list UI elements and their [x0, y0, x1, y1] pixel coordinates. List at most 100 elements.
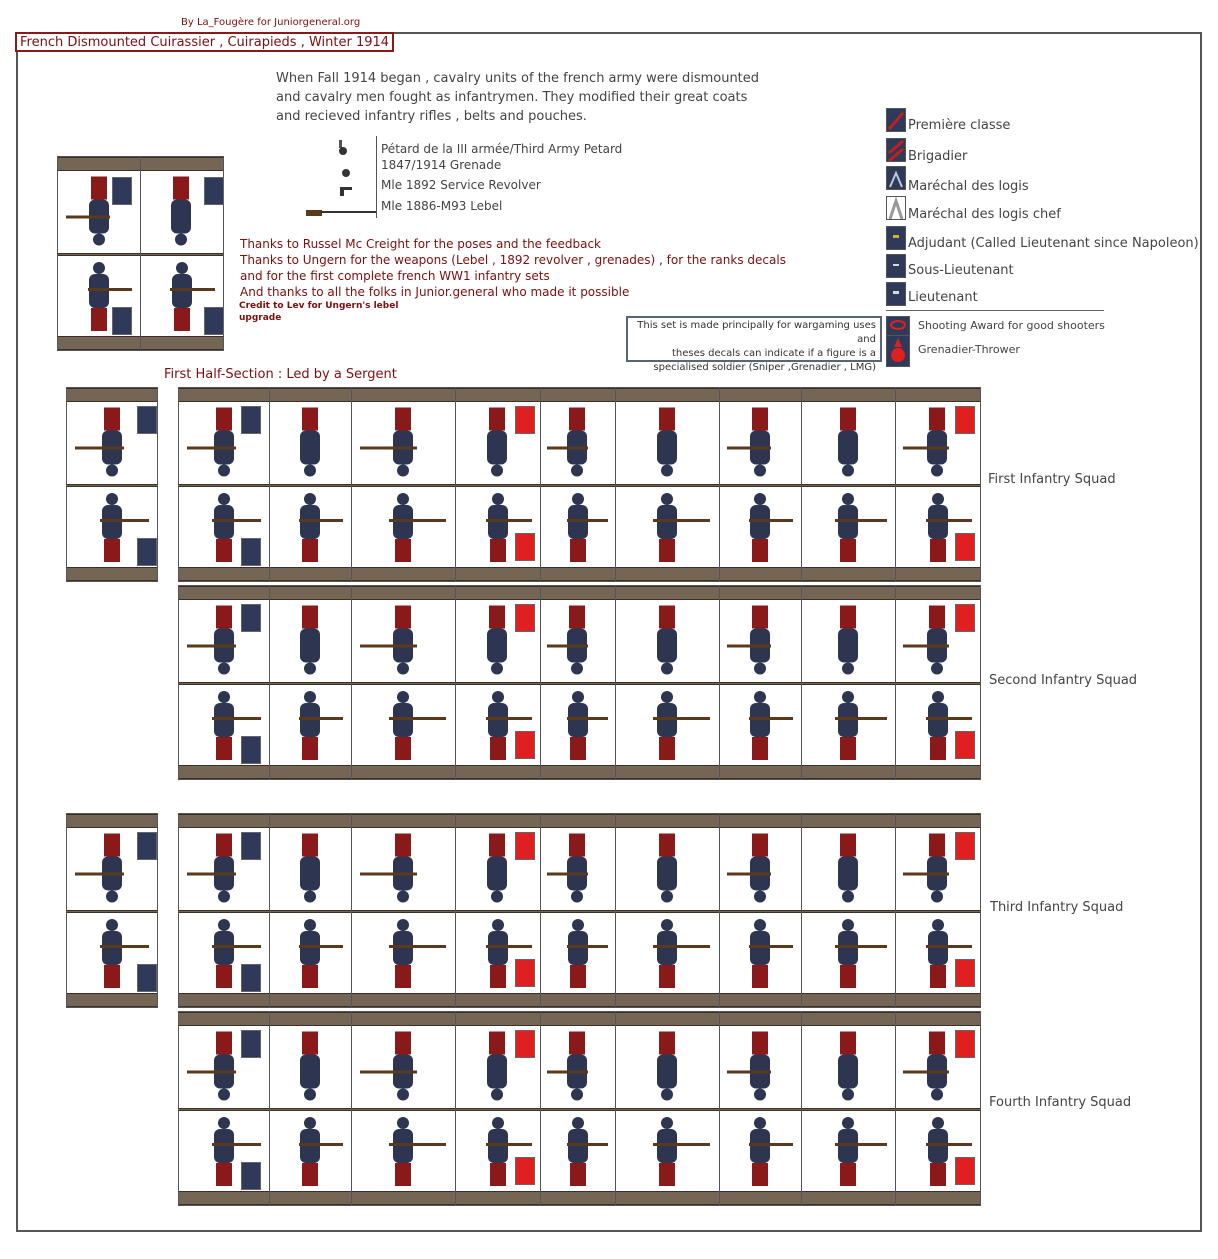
soldier-trousers: [840, 605, 856, 629]
squad-sheet: [178, 585, 981, 780]
soldier-figure: [544, 602, 611, 679]
cell-divider: [540, 814, 541, 1007]
wargaming-note: This set is made principally for wargami…: [626, 316, 882, 373]
soldier-trousers: [104, 407, 120, 431]
rifle: [87, 288, 133, 292]
cell-divider: [895, 388, 896, 581]
soldier-figure: [805, 1028, 891, 1105]
rifle: [726, 872, 772, 876]
soldier-head: [397, 492, 409, 505]
rifle: [211, 945, 261, 949]
grenadier-decal-icon: [515, 533, 535, 561]
soldier-figure: [619, 1028, 715, 1105]
soldier-head: [754, 918, 766, 931]
soldier-figure: [544, 404, 611, 481]
figure-base-bar: [179, 909, 980, 913]
soldier-head: [754, 662, 766, 675]
soldier-coat: [300, 628, 320, 663]
soldier-head: [106, 918, 118, 931]
cell-divider: [615, 814, 616, 1007]
rifle: [211, 717, 261, 721]
soldier-trousers: [104, 964, 120, 988]
grenadier-decal-icon: [515, 832, 535, 860]
soldier-head: [93, 261, 105, 274]
rifle: [359, 1070, 418, 1074]
cell-divider: [540, 1012, 541, 1205]
soldier-figure: [544, 687, 611, 764]
soldier-head: [304, 662, 316, 675]
soldier-figure: [899, 915, 976, 992]
gold-bar-icon: [886, 226, 906, 250]
figure-base-bar: [179, 765, 980, 779]
soldier-trousers: [929, 538, 946, 562]
soldier-head: [491, 918, 504, 931]
soldier-trousers: [489, 407, 506, 431]
rifle: [187, 872, 237, 876]
soldier-trousers: [929, 407, 946, 431]
rifle: [485, 945, 533, 949]
grenadier-decal-icon: [515, 604, 535, 632]
grenadier-decal-icon: [955, 832, 975, 860]
rifle: [388, 519, 447, 523]
double-bar-icon: [886, 282, 906, 306]
rifle: [925, 717, 973, 721]
figure-base-bar: [179, 483, 980, 487]
soldier-figure: [355, 687, 451, 764]
grenade-flame-icon: [886, 335, 910, 367]
cell-divider: [719, 388, 720, 581]
soldier-head: [304, 918, 316, 931]
soldier-coat: [657, 430, 677, 465]
soldier-trousers: [91, 176, 107, 200]
soldier-head: [842, 918, 854, 931]
soldier-trousers: [395, 736, 411, 760]
rifle: [485, 519, 533, 523]
grenade-icon: [340, 163, 352, 177]
grenadier-decal-icon: [955, 533, 975, 561]
rank-item: Adjudant (Called Lieutenant since Napole…: [886, 226, 1206, 251]
soldier-trousers: [840, 964, 856, 988]
cell-divider: [615, 388, 616, 581]
soldier-head: [571, 690, 584, 703]
soldier-figure: [899, 687, 976, 764]
soldier-head: [304, 690, 316, 703]
cell-divider: [351, 1012, 352, 1205]
figure-base-bar: [179, 1107, 980, 1111]
cell-divider: [540, 388, 541, 581]
rifle: [925, 945, 973, 949]
soldier-head: [661, 464, 673, 477]
soldier-trousers: [659, 964, 675, 988]
soldier-head: [491, 890, 504, 903]
cell-divider: [455, 1012, 456, 1205]
soldier-figure: [723, 915, 797, 992]
soldier-trousers: [929, 736, 946, 760]
soldier-head: [491, 1116, 504, 1129]
weapon-label: 1847/1914 Grenade: [381, 158, 502, 172]
soldier-figure: [805, 915, 891, 992]
single-bar-icon: [886, 254, 906, 278]
soldier-figure: [459, 489, 536, 566]
soldier-head: [931, 1088, 944, 1101]
squad-label: Second Infantry Squad: [989, 673, 1138, 688]
rank-item: Lieutenant: [886, 282, 1206, 306]
grenadier-decal-icon: [955, 1157, 975, 1185]
rifle: [567, 519, 608, 523]
rifle: [925, 1143, 973, 1147]
soldier-head: [491, 690, 504, 703]
rifle: [99, 519, 149, 523]
soldier-trousers: [104, 538, 120, 562]
soldier-figure: [183, 687, 265, 764]
figure-base-bar: [179, 567, 980, 581]
soldier-head: [931, 918, 944, 931]
figure-base-bar: [179, 1191, 980, 1205]
rifle: [99, 945, 149, 949]
soldier-figure: [723, 687, 797, 764]
soldier-figure: [355, 1113, 451, 1190]
cell-divider: [351, 388, 352, 581]
rifle: [75, 872, 125, 876]
rank-decal-icon: [241, 406, 261, 434]
soldier-trousers: [659, 833, 675, 857]
rifle: [359, 446, 418, 450]
soldier-head: [842, 690, 854, 703]
legend-divider: [886, 310, 1104, 311]
grenadier-decal-icon: [515, 731, 535, 759]
